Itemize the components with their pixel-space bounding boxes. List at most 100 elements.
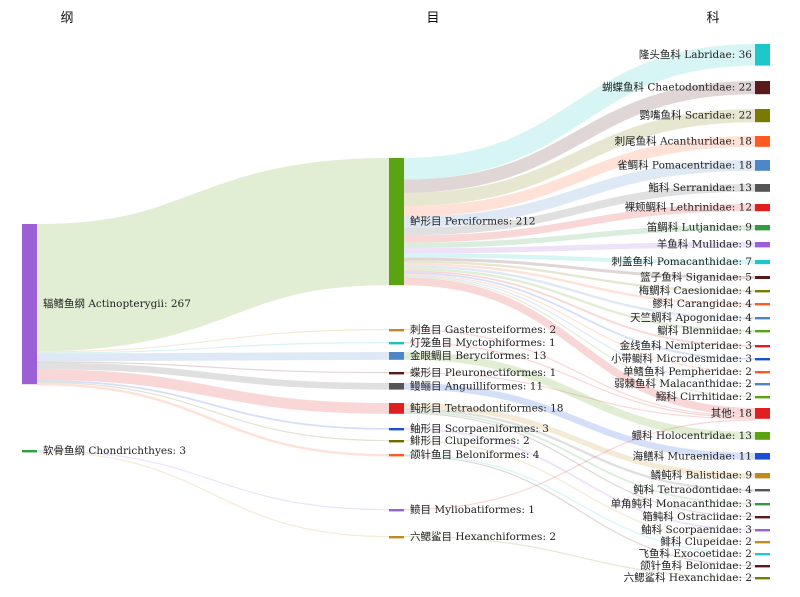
node-label-lethrinidae: 裸颊鲷科 Lethrinidae: 12 (625, 201, 752, 214)
flow-link-chondrichthyes-myliobatiformes (36, 450, 390, 511)
flow-link-actinopterygii-clupeiformes (36, 381, 390, 442)
node-label-clupeidae: 鲱科 Clupeidae: 2 (660, 535, 752, 548)
flow-link-actinopterygii-tetraodontiformes (36, 369, 390, 414)
flow-link-perciformes-chaetodontidae (403, 81, 756, 193)
node-label-beryciformes: 金眼鲷目 Beryciformes: 13 (410, 349, 546, 362)
node-myliobatiformes (389, 509, 404, 512)
flow-link-tetraodontiformes-balistidae (403, 403, 756, 479)
node-holocentridae (755, 432, 770, 440)
flow-link-perciformes-cirrhitidae (403, 276, 756, 398)
flow-link-hexanchiformes-hexanchidae (403, 536, 756, 579)
node-label-malacanthidae: 弱棘鱼科 Malacanthidae: 2 (614, 377, 752, 390)
flow-link-gasterosteiformes-others (403, 329, 756, 417)
flow-link-perciformes-siganidae (403, 257, 756, 279)
node-label-exocoetidae: 飞鱼科 Exocoetidae: 2 (639, 547, 753, 560)
flow-link-perciformes-lethrinidae (403, 204, 756, 243)
flow-link-perciformes-pempheridae (403, 273, 756, 373)
node-label-balistidae: 鳞鲀科 Balistidae: 9 (651, 469, 752, 482)
node-label-pleuronectiformes: 蝶形目 Pleuronectiformes: 1 (410, 366, 556, 379)
node-hexanchidae (755, 577, 770, 580)
node-label-pempheridae: 单鳍鱼科 Pempheridae: 2 (623, 365, 752, 378)
node-lutjanidae (755, 225, 770, 231)
node-anguilliformes (389, 383, 404, 390)
node-label-scorpaeniformes: 鲉形目 Scorpaeniformes: 3 (410, 422, 549, 435)
node-label-cirrhitidae: 鰯科 Cirrhitidae: 2 (656, 390, 752, 403)
node-exocoetidae (755, 553, 770, 556)
node-label-pomacentridae: 雀鲷科 Pomacentridae: 18 (617, 158, 752, 171)
flow-link-perciformes-pomacanthidae (403, 253, 756, 265)
node-cirrhitidae (755, 396, 770, 399)
column-title-order: 目 (426, 11, 439, 26)
flow-link-perciformes-malacanthidae (403, 275, 756, 385)
node-beloniformes (389, 454, 404, 457)
node-tetraodontiformes (389, 403, 404, 414)
node-label-anguilliformes: 鳗鲡目 Anguilliformes: 11 (410, 379, 543, 392)
flow-link-actinopterygii-perciformes (36, 158, 390, 352)
node-serranidae (755, 184, 770, 192)
node-balistidae (755, 473, 770, 479)
node-muraenidae (755, 453, 770, 460)
node-label-acanthuridae: 刺尾鱼科 Acanthuridae: 18 (615, 134, 752, 147)
node-label-perciformes: 鲈形目 Perciformes: 212 (410, 215, 536, 228)
node-label-apogonidae: 天竺鲷科 Apogonidae: 4 (630, 311, 752, 324)
node-malacanthidae (755, 383, 770, 386)
node-label-belonidae: 颌针鱼科 Belonidae: 2 (640, 559, 752, 572)
flow-link-actinopterygii-beloniformes (36, 383, 390, 457)
node-carangidae (755, 303, 770, 306)
node-label-pomacanthidae: 刺盖鱼科 Pomacanthidae: 7 (611, 255, 752, 268)
node-label-monacanthidae: 单角鲀科 Monacanthidae: 3 (611, 497, 752, 510)
node-monacanthidae (755, 503, 770, 506)
flow-link-pleuronectiformes-others (403, 372, 756, 420)
node-label-holocentridae: 鳂科 Holocentridae: 13 (632, 429, 752, 442)
node-label-ostraciidae: 箱鲀科 Ostraciidae: 2 (642, 510, 752, 523)
flow-link-beryciformes-holocentridae (403, 352, 756, 440)
node-label-scaridae: 鹦嘴鱼科 Scaridae: 22 (640, 109, 752, 122)
node-actinopterygii (22, 224, 37, 385)
flow-link-chondrichthyes-hexanchiformes (36, 451, 390, 538)
node-label-siganidae: 篮子鱼科 Siganidae: 5 (640, 271, 752, 284)
node-label-blenniidae: 鳚科 Blenniidae: 4 (657, 324, 752, 337)
flow-link-actinopterygii-beryciformes (36, 352, 390, 362)
node-siganidae (755, 276, 770, 279)
node-label-chaetodontidae: 蝴蝶鱼科 Chaetodontidae: 22 (602, 81, 752, 94)
flow-link-myctophiformes-others (403, 342, 756, 419)
node-blenniidae (755, 330, 770, 333)
flow-link-perciformes-blenniidae (403, 267, 756, 333)
node-others (755, 408, 770, 419)
node-lethrinidae (755, 204, 770, 212)
node-clupeiformes (389, 440, 404, 443)
flow-link-tetraodontiformes-ostraciidae (403, 412, 756, 518)
node-label-actinopterygii: 辐鳍鱼纲 Actinopterygii: 267 (43, 297, 191, 310)
node-label-scorpaenidae: 鲉科 Scorpaenidae: 3 (641, 523, 752, 536)
node-beryciformes (389, 352, 404, 360)
flow-link-perciformes-acanthuridae (403, 136, 756, 217)
node-hexanchiformes (389, 536, 404, 539)
node-ostraciidae (755, 516, 770, 519)
node-label-gasterosteiformes: 刺鱼目 Gasterosteiformes: 2 (410, 323, 556, 336)
node-label-myctophiformes: 灯笼鱼目 Myctophiformes: 1 (410, 336, 556, 349)
flow-link-tetraodontiformes-monacanthidae (403, 410, 756, 505)
node-label-hexanchiformes: 六鳃鲨目 Hexanchiformes: 2 (410, 530, 556, 543)
node-clupeidae (755, 541, 770, 544)
flow-link-perciformes-labridae (403, 44, 756, 180)
node-pomacentridae (755, 160, 770, 171)
node-label-muraenidae: 海鳝科 Muraenidae: 11 (633, 449, 752, 462)
node-acanthuridae (755, 136, 770, 147)
node-label-lutjanidae: 笛鲷科 Lutjanidae: 9 (647, 221, 752, 234)
node-label-tetraodontiformes: 鲀形目 Tetraodontiformes: 18 (410, 401, 563, 414)
node-chondrichthyes (22, 450, 37, 453)
flow-link-beloniformes-belonidae (403, 455, 756, 567)
node-label-tetraodontidae: 鲀科 Tetraodontidae: 4 (633, 483, 752, 496)
flow-link-perciformes-mullidae (403, 242, 756, 254)
node-label-beloniformes: 颌针鱼目 Beloniformes: 4 (410, 448, 540, 461)
flow-link-scorpaeniformes-scorpaenidae (403, 428, 756, 531)
node-chaetodontidae (755, 81, 770, 95)
node-pempheridae (755, 371, 770, 374)
node-pomacanthidae (755, 260, 770, 265)
node-pleuronectiformes (389, 372, 404, 375)
node-label-nemipteridae: 金线鱼科 Nemipteridae: 3 (620, 339, 752, 352)
node-mullidae (755, 242, 770, 248)
node-belonidae (755, 565, 770, 568)
flow-link-perciformes-carangidae (403, 263, 756, 306)
